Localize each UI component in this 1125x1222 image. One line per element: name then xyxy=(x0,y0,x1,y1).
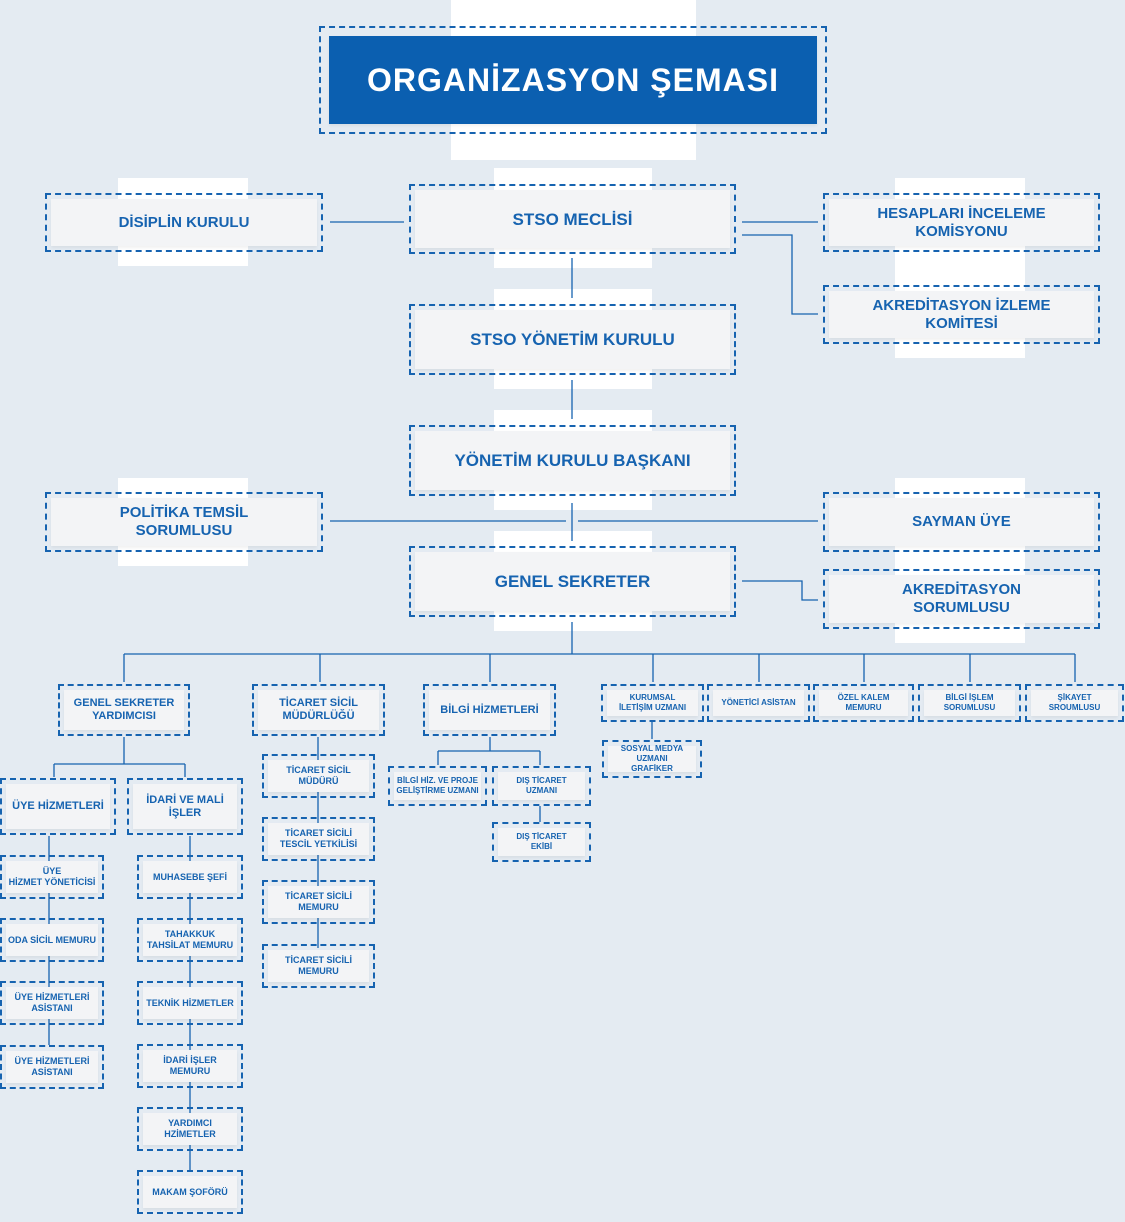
node-sikayet: ŞİKAYET SROUMLUSU xyxy=(1025,684,1124,722)
node-bilgi-hizmetleri: BİLGİ HİZMETLERİ xyxy=(423,684,556,736)
node-ticaret-sicil-muduru: TİCARET SİCİL MÜDÜRÜ xyxy=(262,754,375,798)
node-gs-yardimcisi: GENEL SEKRETER YARDIMCISI xyxy=(58,684,190,736)
node-ticaret-sicili-memuru-1: TİCARET SİCİLİ MEMURU xyxy=(262,880,375,924)
node-idari-isler-memuru: İDARİ İŞLER MEMURU xyxy=(137,1044,243,1088)
node-yonetici-asistan: YÖNETİCİ ASİSTAN xyxy=(707,684,810,722)
node-hesaplari-inceleme: HESAPLARI İNCELEME KOMİSYONU xyxy=(823,193,1100,252)
node-disiplin-kurulu: DİSİPLİN KURULU xyxy=(45,193,323,252)
node-teknik-hizmetler: TEKNİK HİZMETLER xyxy=(137,981,243,1025)
node-oda-sicil-memuru: ODA SİCİL MEMURU xyxy=(0,918,104,962)
node-sosyal-medya: SOSYAL MEDYA UZMANI GRAFİKER xyxy=(602,740,702,778)
node-dis-ticaret-ekibi: DIŞ TİCARET EKİBİ xyxy=(492,822,591,862)
node-muhasebe-sefi: MUHASEBE ŞEFİ xyxy=(137,855,243,899)
node-stso-meclisi: STSO MECLİSİ xyxy=(409,184,736,254)
node-sayman-uye: SAYMAN ÜYE xyxy=(823,492,1100,552)
node-tahakkuk-tahsilat: TAHAKKUK TAHSİLAT MEMURU xyxy=(137,918,243,962)
node-ticaret-sicili-memuru-2: TİCARET SİCİLİ MEMURU xyxy=(262,944,375,988)
node-bilgi-islem: BİLGİ İŞLEM SORUMLUSU xyxy=(918,684,1021,722)
node-akreditasyon-izleme: AKREDİTASYON İZLEME KOMİTESİ xyxy=(823,285,1100,344)
node-kurumsal-iletisim: KURUMSAL İLETİŞİM UZMANI xyxy=(601,684,704,722)
node-idari-mali-isler: İDARİ VE MALİ İŞLER xyxy=(127,778,243,835)
node-bilgi-proje-uzmani: BİLGİ HİZ. VE PROJE GELİŞTİRME UZMANI xyxy=(388,766,487,806)
node-yonetim-kurulu-baskani: YÖNETİM KURULU BAŞKANI xyxy=(409,425,736,496)
node-uye-hizmetleri: ÜYE HİZMETLERİ xyxy=(0,778,116,835)
node-ozel-kalem: ÖZEL KALEM MEMURU xyxy=(813,684,914,722)
node-yardimci-hizmetler: YARDIMCI HZİMETLER xyxy=(137,1107,243,1151)
node-makam-soforu: MAKAM ŞOFÖRÜ xyxy=(137,1170,243,1214)
node-stso-yonetim-kurulu: STSO YÖNETİM KURULU xyxy=(409,304,736,375)
node-ticaret-sicili-tescil: TİCARET SİCİLİ TESCİL YETKİLİSİ xyxy=(262,817,375,861)
node-dis-ticaret-uzmani: DIŞ TİCARET UZMANI xyxy=(492,766,591,806)
node-uye-hizmetleri-asistani-2: ÜYE HİZMETLERİ ASİSTANI xyxy=(0,1045,104,1089)
chart-title: ORGANİZASYON ŞEMASI xyxy=(319,26,827,134)
node-uye-hizmet-yoneticisi: ÜYE HİZMET YÖNETİCİSİ xyxy=(0,855,104,899)
node-akreditasyon-sorumlusu: AKREDİTASYON SORUMLUSU xyxy=(823,569,1100,629)
node-politika-temsil: POLİTİKA TEMSİL SORUMLUSU xyxy=(45,492,323,552)
node-ticaret-sicil-mudurlugu: TİCARET SİCİL MÜDÜRLÜĞÜ xyxy=(252,684,385,736)
node-genel-sekreter: GENEL SEKRETER xyxy=(409,546,736,617)
node-uye-hizmetleri-asistani-1: ÜYE HİZMETLERİ ASİSTANI xyxy=(0,981,104,1025)
